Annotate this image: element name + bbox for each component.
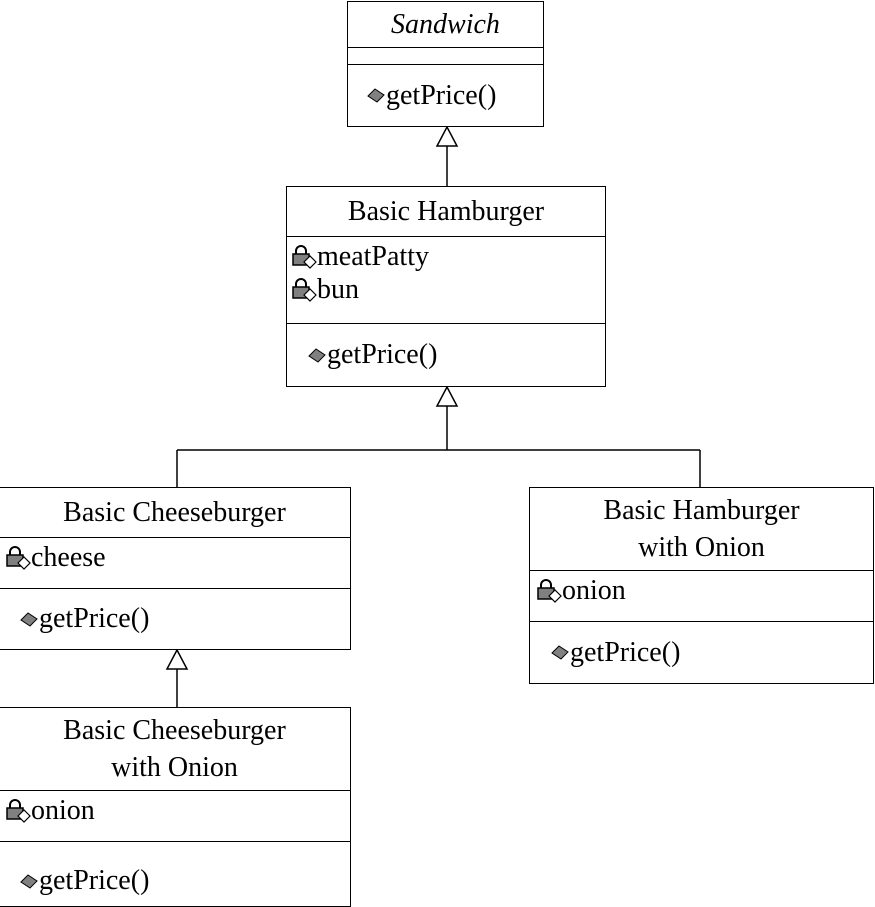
attribute-label: cheese <box>31 542 106 573</box>
private-field-lock-icon <box>291 277 317 303</box>
class-basic-hamburger-operations: getPrice() <box>287 324 605 385</box>
operation-label: getPrice() <box>570 636 681 668</box>
class-basic-cheeseburger-attributes: cheese <box>0 538 350 589</box>
attribute-label: onion <box>562 575 626 606</box>
class-basic-hamburger-name: Basic Hamburger <box>287 187 605 237</box>
class-name-text: Basic Cheeseburger <box>63 497 286 528</box>
private-field-lock-icon <box>5 545 31 571</box>
operation-label: getPrice() <box>39 865 150 896</box>
class-name-line-1: Basic Hamburger <box>603 495 800 526</box>
class-name-line-1: Basic Cheeseburger <box>63 715 286 746</box>
class-basic-hamburger-with-onion-attributes: onion <box>530 571 873 622</box>
operation-label: getPrice() <box>39 603 150 634</box>
attribute-meat-patty: meatPatty <box>291 240 605 273</box>
attribute-cheese: cheese <box>5 541 350 574</box>
class-basic-hamburger-with-onion[interactable]: Basic Hamburger with Onion onion getPric… <box>529 487 874 684</box>
attribute-label: bun <box>317 274 359 305</box>
class-basic-hamburger-with-onion-operations: getPrice() <box>530 622 873 682</box>
operation-get-price: getPrice() <box>19 864 350 897</box>
generalization-cheeseburger-onion-to-cheeseburger <box>165 648 189 707</box>
class-sandwich-attributes <box>348 48 543 65</box>
class-basic-cheeseburger-name: Basic Cheeseburger <box>0 488 350 538</box>
class-basic-cheeseburger-with-onion[interactable]: Basic Cheeseburger with Onion onion getP… <box>0 707 351 907</box>
generalization-children-to-hamburger <box>176 385 701 487</box>
generalization-hamburger-to-sandwich <box>435 125 459 186</box>
operation-label: getPrice() <box>386 79 497 111</box>
class-name-text: Sandwich <box>391 9 500 40</box>
attribute-onion: onion <box>536 574 873 607</box>
attribute-label: onion <box>31 795 95 826</box>
private-field-lock-icon <box>291 244 317 270</box>
public-method-diamond-icon <box>307 347 327 363</box>
class-sandwich-name: Sandwich <box>348 2 543 48</box>
public-method-diamond-icon <box>366 87 386 103</box>
public-method-diamond-icon <box>19 611 39 627</box>
class-sandwich-operations: getPrice() <box>348 65 543 125</box>
class-name-line-2: with Onion <box>638 532 765 563</box>
class-basic-hamburger-attributes: meatPatty bun <box>287 237 605 324</box>
public-method-diamond-icon <box>19 873 39 889</box>
class-sandwich[interactable]: Sandwich getPrice() <box>347 1 544 127</box>
operation-label: getPrice() <box>327 339 438 370</box>
public-method-diamond-icon <box>550 644 570 660</box>
operation-get-price: getPrice() <box>307 338 605 371</box>
class-basic-cheeseburger-with-onion-name: Basic Cheeseburger with Onion <box>0 708 350 791</box>
private-field-lock-icon <box>536 578 562 604</box>
class-basic-cheeseburger[interactable]: Basic Cheeseburger cheese getPrice() <box>0 487 351 650</box>
operation-get-price: getPrice() <box>366 79 543 112</box>
operation-get-price: getPrice() <box>550 636 873 669</box>
operation-get-price: getPrice() <box>19 602 350 635</box>
class-basic-hamburger-with-onion-name: Basic Hamburger with Onion <box>530 488 873 571</box>
attribute-label: meatPatty <box>317 241 429 272</box>
attribute-bun: bun <box>291 273 605 306</box>
class-name-text: Basic Hamburger <box>347 196 545 227</box>
class-basic-hamburger[interactable]: Basic Hamburger meatPatty bun getPrice() <box>286 186 606 387</box>
attribute-onion: onion <box>5 794 350 827</box>
class-basic-cheeseburger-with-onion-attributes: onion <box>0 791 350 842</box>
private-field-lock-icon <box>5 798 31 824</box>
class-basic-cheeseburger-with-onion-operations: getPrice() <box>0 842 350 906</box>
class-basic-cheeseburger-operations: getPrice() <box>0 589 350 648</box>
class-name-line-2: with Onion <box>111 752 238 783</box>
